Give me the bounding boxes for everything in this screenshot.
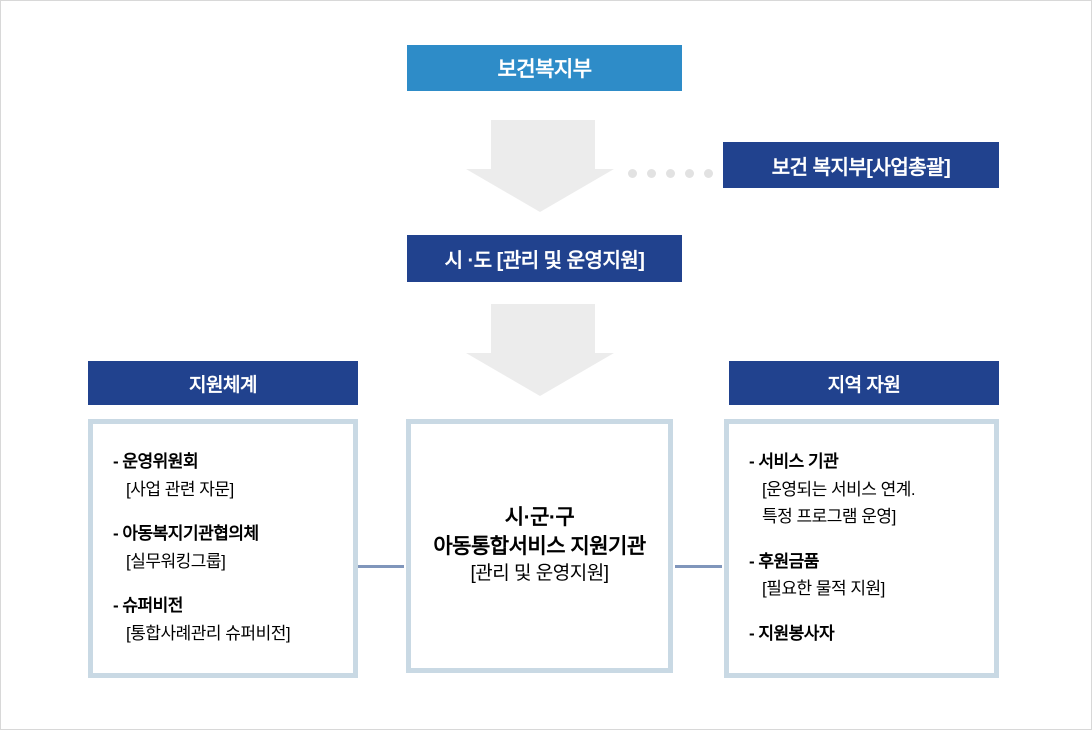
support-system-header: 지원체계 [88, 361, 358, 405]
list-item: - 후원금품 [필요한 물적 지원] [749, 548, 988, 603]
right-connector-line [675, 565, 722, 568]
overseer-box: 보건 복지부[사업총괄] [723, 142, 999, 188]
ministry-box: 보건복지부 [407, 45, 682, 91]
list-item: - 지원봉사자 [749, 620, 988, 648]
dotted-connector [628, 169, 713, 178]
down-arrow-top [466, 120, 614, 212]
dot [685, 169, 694, 178]
item-title: - 서비스 기관 [749, 452, 839, 471]
item-detail: [실무워킹그룹] [126, 551, 226, 571]
left-connector-line [358, 565, 404, 568]
sido-box: 시 ·도 [관리 및 운영지원] [407, 235, 682, 282]
item-detail: [사업 관련 자문] [126, 479, 234, 499]
support-system-panel: - 운영위원회 [사업 관련 자문] - 아동복지기관협의체 [실무워킹그룹] … [88, 419, 358, 678]
item-title: - 아동복지기관협의체 [113, 524, 259, 544]
item-detail: [운영되는 서비스 연계. [762, 479, 916, 499]
list-item: - 서비스 기관 [운영되는 서비스 연계. 특정 프로그램 운영] [749, 448, 988, 531]
down-arrow-middle [466, 304, 614, 396]
center-box-line3: [관리 및 운영지원] [470, 563, 609, 585]
item-title: - 지원봉사자 [749, 623, 835, 643]
list-item: - 운영위원회 [사업 관련 자문] [113, 448, 343, 503]
list-item: - 슈퍼비전 [통합사례관리 슈퍼비전] [113, 592, 343, 647]
item-title: - 운영위원회 [113, 452, 199, 471]
dot [647, 169, 656, 178]
dot [704, 169, 713, 178]
item-title: - 슈퍼비전 [113, 596, 183, 616]
local-resources-header: 지역 자원 [729, 361, 999, 405]
item-title: - 후원금품 [749, 551, 819, 571]
local-resources-panel: - 서비스 기관 [운영되는 서비스 연계. 특정 프로그램 운영] - 후원금… [724, 419, 999, 678]
list-item: - 아동복지기관협의체 [실무워킹그룹] [113, 520, 343, 575]
item-detail: [필요한 물적 지원] [762, 579, 885, 599]
center-box-line1: 시·군·구 [504, 506, 575, 530]
sigungu-agency-box: 시·군·구 아동통합서비스 지원기관 [관리 및 운영지원] [406, 419, 673, 673]
center-box-line2: 아동통합서비스 지원기관 [433, 534, 646, 558]
dot [666, 169, 675, 178]
dot [628, 169, 637, 178]
item-detail: [통합사례관리 슈퍼비전] [126, 623, 291, 643]
item-detail: 특정 프로그램 운영] [762, 507, 896, 527]
